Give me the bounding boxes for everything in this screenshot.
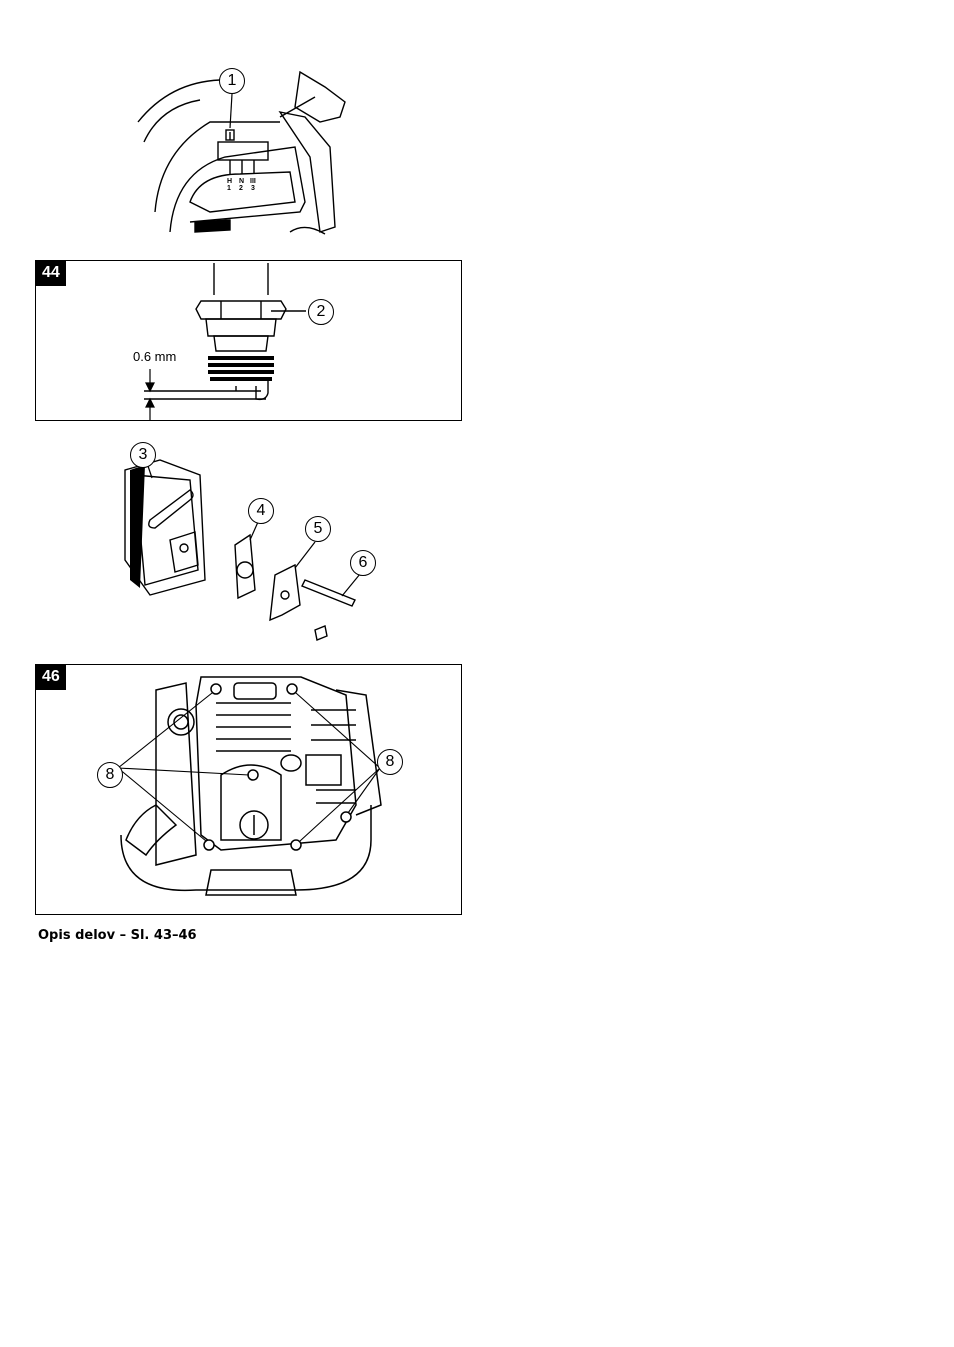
scale-mark-h: H	[227, 178, 232, 185]
spark-plug-illustration	[36, 261, 463, 422]
callout-5: 5	[305, 516, 331, 542]
figure-44-spark-plug: 44 0.6 mm 2	[35, 260, 462, 421]
callout-8-right: 8	[377, 749, 403, 775]
engine-cover-illustration	[36, 665, 463, 916]
callout-3: 3	[130, 442, 156, 468]
callout-4: 4	[248, 498, 274, 524]
scale-mark-iii: III	[250, 178, 256, 185]
callout-8-left: 8	[97, 762, 123, 788]
callout-6: 6	[350, 550, 376, 576]
callout-1: 1	[219, 68, 245, 94]
callout-2: 2	[308, 299, 334, 325]
scale-mark-3: 3	[251, 185, 255, 192]
scale-mark-2: 2	[239, 185, 243, 192]
figure-46-engine-cover: 46	[35, 664, 462, 915]
figure-43-carburetor-adjustment: H N III 1 2 3 1	[130, 62, 365, 240]
muffler-parts-illustration	[120, 440, 380, 650]
scale-mark-n: N	[239, 178, 244, 185]
figure-caption: Opis delov – Sl. 43–46	[38, 928, 197, 943]
carburetor-illustration: H N III 1 2 3	[130, 62, 365, 240]
scale-mark-1: 1	[227, 185, 231, 192]
gap-measurement-label: 0.6 mm	[133, 349, 176, 364]
figure-45-spark-arrestor: 3 4 5 6	[120, 440, 380, 650]
